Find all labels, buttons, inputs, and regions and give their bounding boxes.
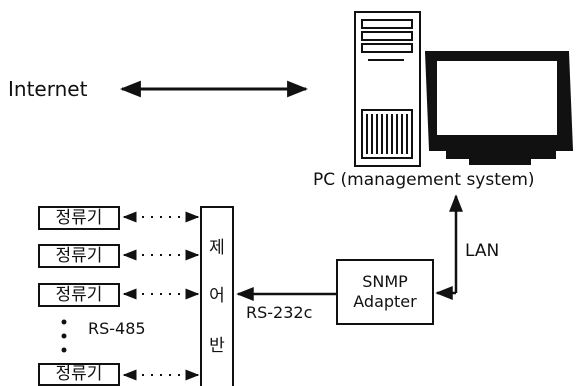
ellipsis-dots [61, 319, 67, 353]
rectifier-box-4: 정류기 [38, 363, 120, 386]
rectifier-box-2: 정류기 [38, 244, 120, 268]
rectifier-label: 정류기 [55, 284, 103, 305]
control-panel-char-3: 반 [209, 336, 225, 356]
snmp-adapter-line1: SNMP [362, 272, 408, 291]
rectifier-box-1: 정류기 [38, 206, 120, 230]
control-panel-box: 제 어 반 [200, 206, 234, 386]
control-panel-char-2: 어 [209, 286, 225, 306]
lan-label: LAN [465, 241, 500, 261]
desktop-pc-icon [354, 11, 421, 167]
internet-label: Internet [8, 77, 88, 101]
rectifier-box-3: 정류기 [38, 283, 120, 307]
crt-monitor-icon [424, 51, 574, 165]
control-panel-char-1: 제 [209, 238, 225, 258]
rectifier-label: 정류기 [55, 245, 103, 266]
rectifier-label: 정류기 [55, 207, 103, 228]
snmp-adapter-line2: Adapter [353, 292, 417, 311]
rectifier-links [122, 211, 200, 381]
rs485-label: RS-485 [88, 319, 146, 338]
rs232-label: RS-232c [246, 303, 313, 322]
rectifier-label: 정류기 [55, 364, 103, 384]
pc-label: PC (management system) [313, 170, 535, 190]
snmp-adapter-box: SNMP Adapter [336, 259, 434, 325]
